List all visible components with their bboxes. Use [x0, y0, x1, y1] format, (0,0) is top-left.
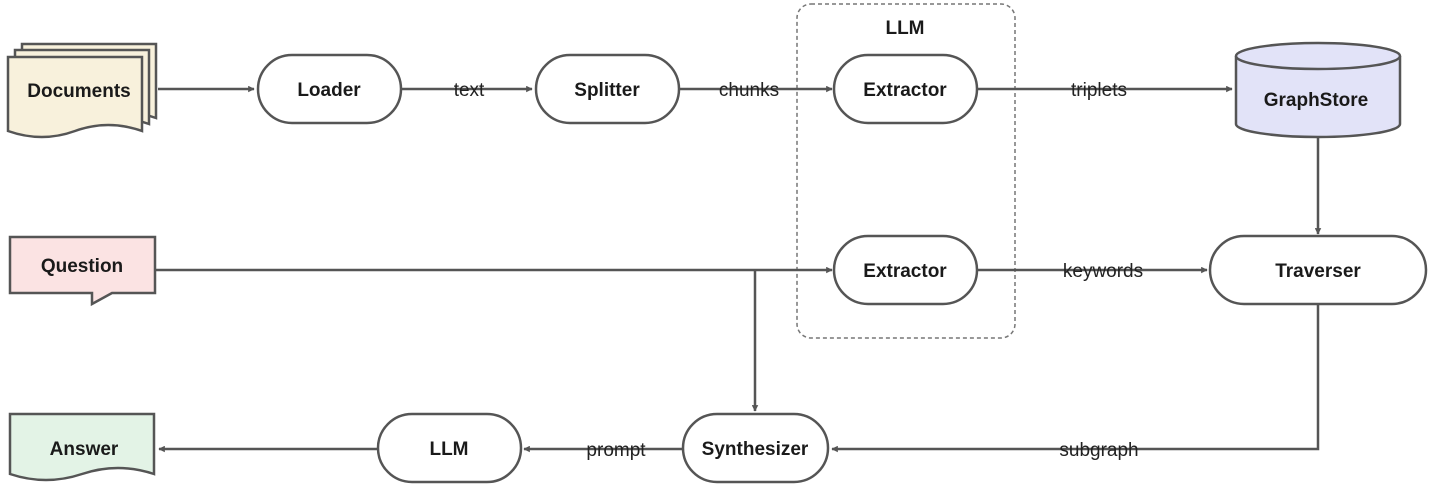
edge-label-keywords: keywords — [1063, 261, 1143, 282]
node-extractor-top[interactable]: Extractor — [832, 53, 979, 125]
node-synthesizer[interactable]: Synthesizer — [681, 412, 830, 484]
node-graphstore[interactable]: GraphStore — [1234, 41, 1402, 139]
edge-labels: text chunks triplets keywords subgraph p… — [454, 80, 1143, 461]
llm-group-label: LLM — [885, 18, 924, 39]
node-traverser[interactable]: Traverser — [1208, 234, 1428, 306]
graphstore-body — [1234, 56, 1402, 139]
answer-label: Answer — [50, 439, 119, 460]
question-bubble — [8, 235, 157, 307]
node-loader[interactable]: Loader — [256, 53, 403, 125]
node-question[interactable]: Question — [8, 235, 157, 307]
extractor-bottom-label: Extractor — [863, 261, 947, 282]
node-splitter[interactable]: Splitter — [534, 53, 681, 125]
graphstore-label: GraphStore — [1264, 90, 1369, 111]
node-llm[interactable]: LLM — [376, 412, 523, 484]
edge-label-prompt: prompt — [586, 440, 646, 461]
question-label: Question — [41, 256, 123, 277]
documents-sheet-front — [6, 55, 144, 139]
edge-label-triplets: triplets — [1071, 80, 1127, 101]
loader-label: Loader — [297, 80, 361, 101]
edges — [156, 85, 1322, 453]
synthesizer-label: Synthesizer — [702, 439, 809, 460]
edge-traverser-synthesizer — [831, 305, 1320, 453]
graphstore-top — [1234, 41, 1402, 71]
node-extractor-bottom[interactable]: Extractor — [832, 234, 979, 306]
node-documents[interactable]: Documents — [6, 42, 158, 139]
documents-label: Documents — [27, 81, 130, 102]
traverser-label: Traverser — [1275, 261, 1361, 282]
llm-label: LLM — [429, 439, 468, 460]
edge-label-chunks: chunks — [719, 80, 779, 101]
llm-group: LLM — [796, 3, 1016, 339]
splitter-label: Splitter — [574, 80, 640, 101]
answer-sheet — [8, 412, 156, 482]
edge-label-subgraph: subgraph — [1059, 440, 1138, 461]
node-answer[interactable]: Answer — [8, 412, 156, 482]
extractor-top-label: Extractor — [863, 80, 947, 101]
edge-label-text: text — [454, 80, 485, 101]
